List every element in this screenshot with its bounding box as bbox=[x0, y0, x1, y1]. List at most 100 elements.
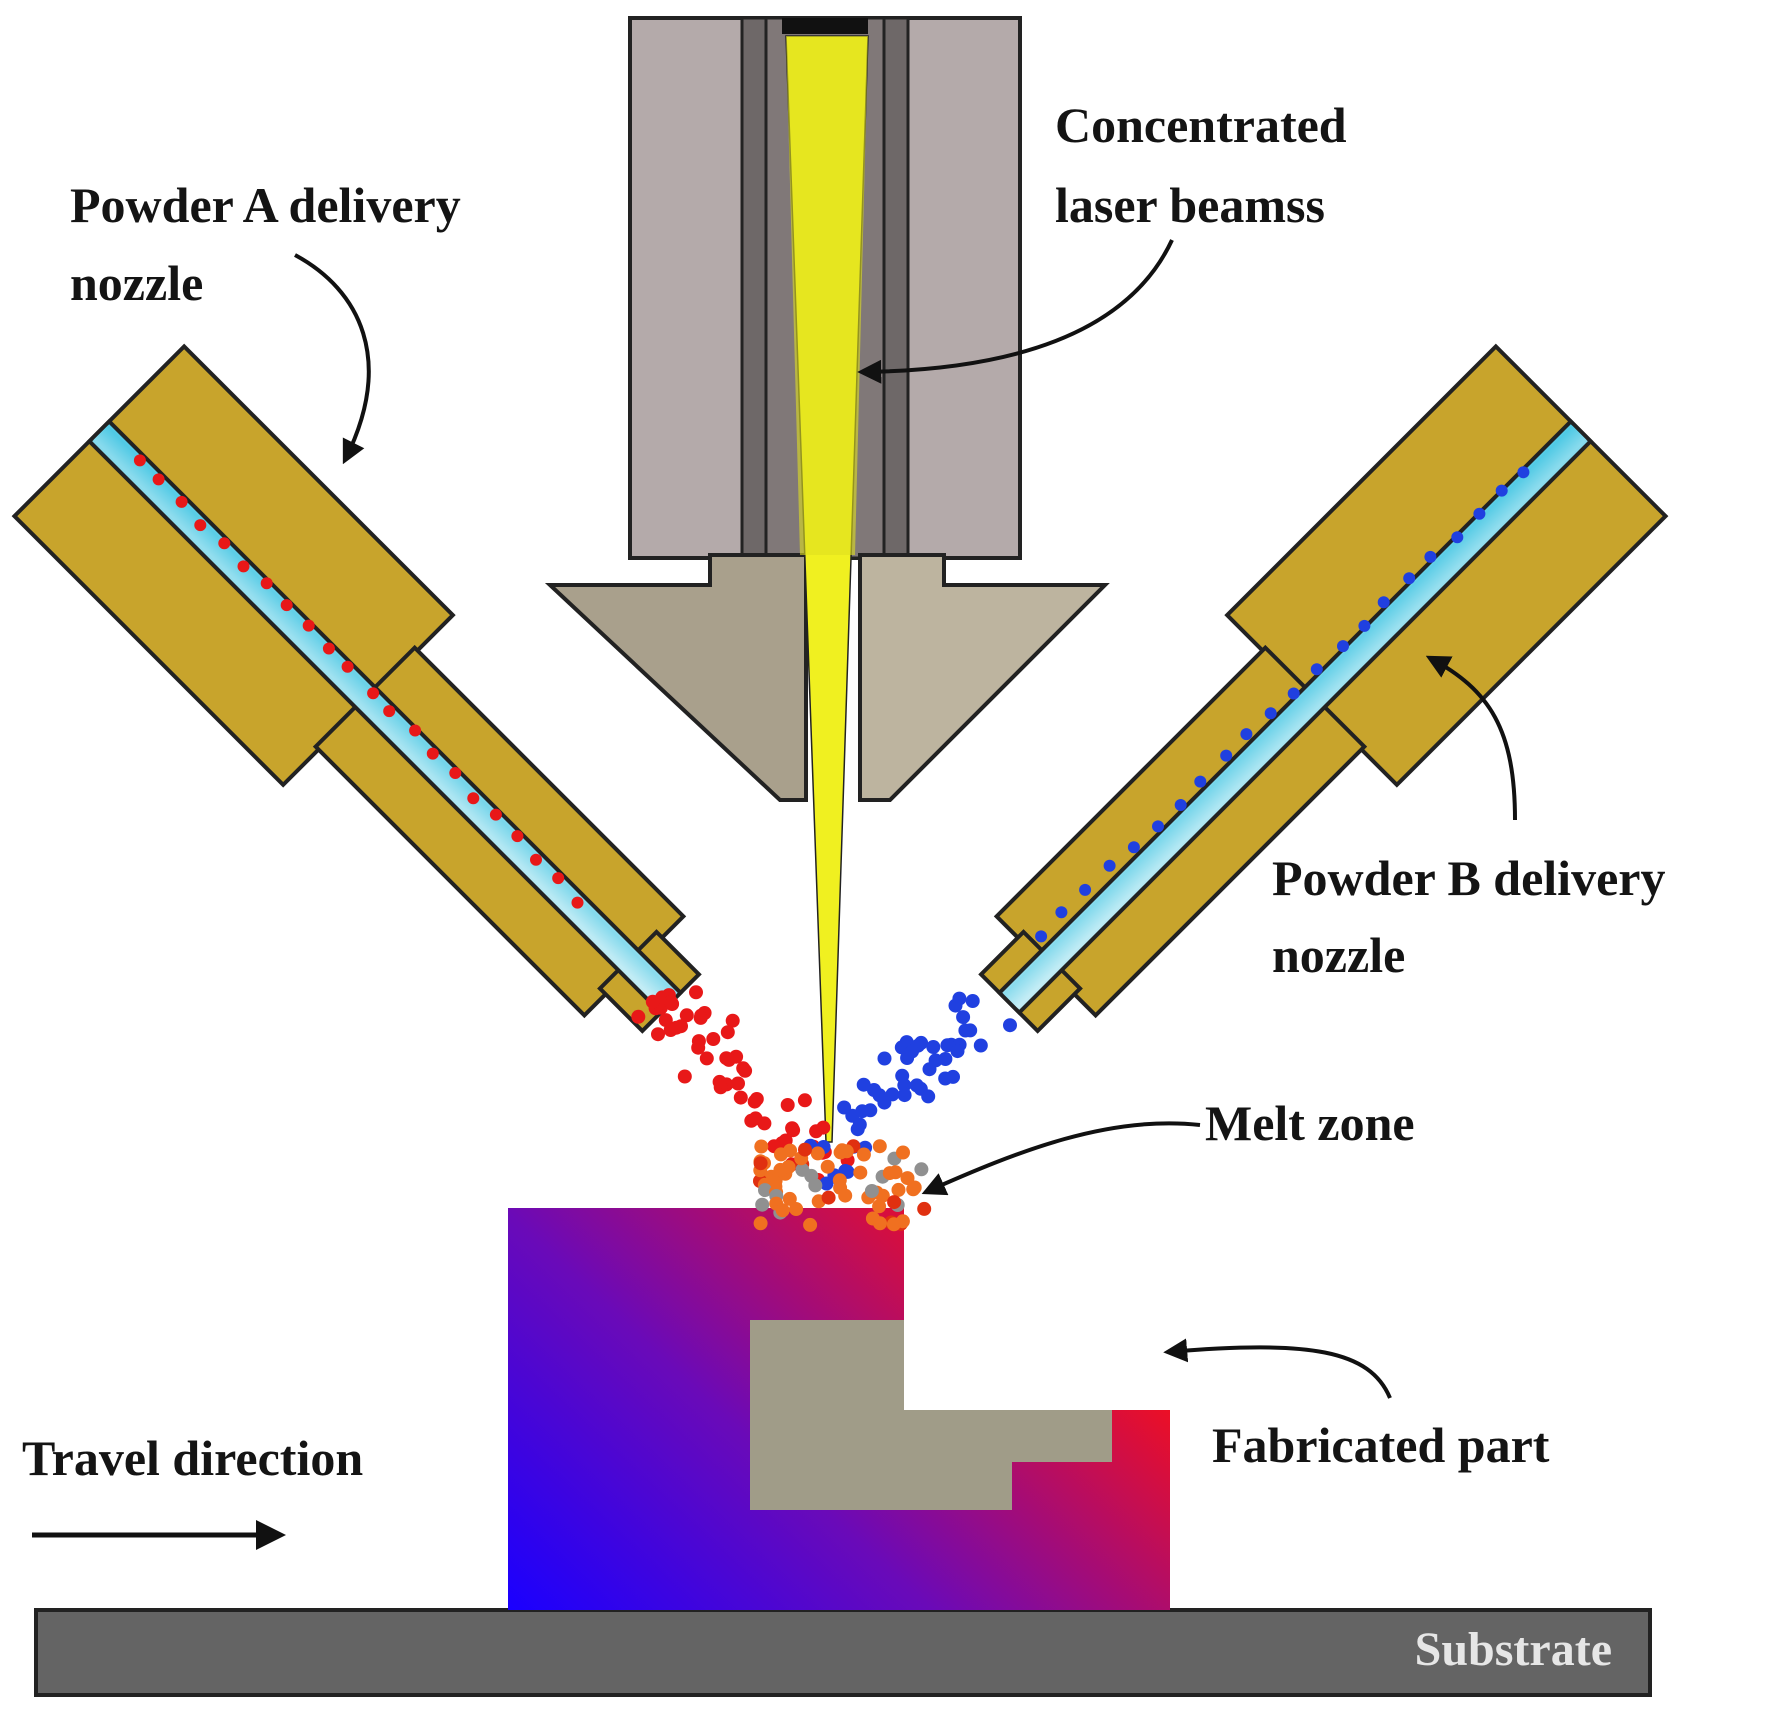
melt-particle bbox=[821, 1190, 836, 1205]
powder-b-particle bbox=[856, 1077, 871, 1092]
powder-a-particle bbox=[383, 705, 396, 718]
powder-b-particle bbox=[1240, 728, 1253, 741]
powder-a-particle bbox=[691, 1040, 706, 1055]
powder-a-particle bbox=[322, 642, 335, 655]
powder-a-particle bbox=[712, 1074, 727, 1089]
melt-particle bbox=[865, 1211, 880, 1226]
melt-particle bbox=[833, 1180, 848, 1195]
powder-a-particle bbox=[733, 1090, 748, 1105]
melt-zone-particles bbox=[753, 1139, 932, 1232]
powder-b-particle bbox=[867, 1083, 881, 1097]
powder-b-particle bbox=[956, 1010, 971, 1025]
powder-b-particle bbox=[1035, 930, 1048, 943]
melt-particle bbox=[758, 1183, 772, 1198]
substrate: Substrate bbox=[34, 1608, 1652, 1697]
powder-a-particle bbox=[175, 495, 188, 508]
powder-a-particle bbox=[738, 1063, 753, 1078]
powder-b-particle bbox=[905, 1044, 919, 1059]
melt-particle bbox=[798, 1142, 812, 1157]
powder-a-particle bbox=[786, 1123, 801, 1138]
powder-b-particles bbox=[803, 466, 1530, 1191]
powder-b-particle bbox=[1495, 484, 1508, 497]
powder-b-particle bbox=[1358, 619, 1371, 632]
powder-b-particle bbox=[850, 1122, 865, 1137]
powder-b-particle bbox=[1003, 1018, 1017, 1033]
powder-b-particle bbox=[897, 1088, 912, 1103]
powder-b-particle bbox=[965, 994, 980, 1008]
powder-a-label: Powder A delivery nozzle bbox=[70, 177, 461, 465]
powder-a-particle bbox=[341, 660, 354, 673]
powder-b-particle bbox=[946, 1069, 960, 1084]
powder-a-particle bbox=[689, 985, 703, 1000]
laser-label: Concentrated laser beamss bbox=[857, 97, 1347, 384]
laser-label-line1: Concentrated bbox=[1055, 97, 1347, 153]
curved-arrow-icon bbox=[294, 253, 371, 465]
powder-a-particle bbox=[780, 1098, 795, 1112]
powder-b-particle bbox=[1517, 466, 1530, 479]
powder-a-particle bbox=[665, 997, 680, 1011]
powder-b-particle bbox=[1264, 707, 1277, 720]
powder-a-particle bbox=[489, 808, 502, 821]
melt-zone-label-text: Melt zone bbox=[1205, 1095, 1415, 1151]
powder-a-label-line1: Powder A delivery bbox=[70, 177, 461, 233]
melt-particle bbox=[810, 1146, 825, 1161]
powder-a-particle bbox=[571, 896, 584, 909]
melt-particle bbox=[835, 1143, 850, 1158]
powder-a-particle bbox=[677, 1069, 692, 1084]
powder-b-particle bbox=[963, 1023, 978, 1038]
powder-a-particle bbox=[809, 1124, 824, 1139]
powder-b-particle bbox=[973, 1038, 988, 1053]
powder-b-particle bbox=[1174, 799, 1187, 811]
powder-b-particle bbox=[1220, 749, 1233, 762]
powder-a-particle bbox=[651, 1027, 665, 1042]
powder-a-label-line2: nozzle bbox=[70, 255, 203, 311]
powder-b-particle bbox=[837, 1100, 852, 1115]
melt-particle bbox=[774, 1147, 788, 1162]
powder-b-particle bbox=[1055, 906, 1068, 919]
powder-a-particle bbox=[467, 792, 480, 805]
cone-left bbox=[544, 553, 808, 802]
melt-particle bbox=[891, 1182, 906, 1197]
melt-particle bbox=[906, 1182, 921, 1197]
melt-particle bbox=[753, 1216, 768, 1231]
powder-b-particle bbox=[921, 1089, 936, 1104]
melt-particle bbox=[773, 1162, 788, 1177]
powder-b-particle bbox=[922, 1062, 937, 1077]
powder-a-particle bbox=[797, 1093, 812, 1108]
powder-a-particle bbox=[426, 747, 439, 760]
fabricated-part-label-text: Fabricated part bbox=[1212, 1417, 1550, 1473]
powder-a-particle bbox=[699, 1051, 714, 1066]
powder-b-particle bbox=[877, 1095, 892, 1110]
fabricated-part-label: Fabricated part bbox=[1163, 1338, 1550, 1473]
powder-a-particle bbox=[725, 1013, 740, 1028]
powder-a-particle bbox=[749, 1092, 764, 1106]
melt-particle bbox=[789, 1202, 804, 1216]
laser-label-line2: laser beamss bbox=[1055, 177, 1325, 233]
powder-b-particle bbox=[863, 1103, 878, 1118]
melt-particle bbox=[887, 1195, 902, 1210]
powder-a-particle bbox=[674, 1019, 688, 1034]
powder-a-particle bbox=[645, 994, 660, 1009]
melt-particle bbox=[872, 1139, 887, 1154]
melt-particle bbox=[882, 1166, 897, 1181]
powder-a-particle bbox=[706, 1032, 721, 1046]
powder-b-particle bbox=[938, 1052, 953, 1066]
powder-b-particle bbox=[1287, 687, 1300, 700]
melt-particle bbox=[808, 1178, 823, 1193]
powder-b-particle bbox=[1079, 883, 1092, 896]
powder-a-particle bbox=[260, 577, 273, 590]
laser-head bbox=[544, 16, 1110, 1143]
powder-a-particle bbox=[302, 619, 315, 632]
melt-zone-label: Melt zone bbox=[921, 1095, 1415, 1196]
melt-particle bbox=[864, 1184, 879, 1198]
curved-arrow-icon bbox=[857, 239, 1174, 384]
melt-particle bbox=[872, 1199, 887, 1214]
powder-b-particle bbox=[1310, 663, 1323, 676]
powder-b-particle bbox=[1451, 531, 1464, 544]
powder-b-particle bbox=[1377, 596, 1390, 609]
powder-b-particle bbox=[1152, 820, 1164, 833]
powder-a-particle bbox=[530, 853, 542, 866]
powder-a-particle bbox=[449, 767, 462, 779]
melt-particle bbox=[914, 1162, 929, 1177]
